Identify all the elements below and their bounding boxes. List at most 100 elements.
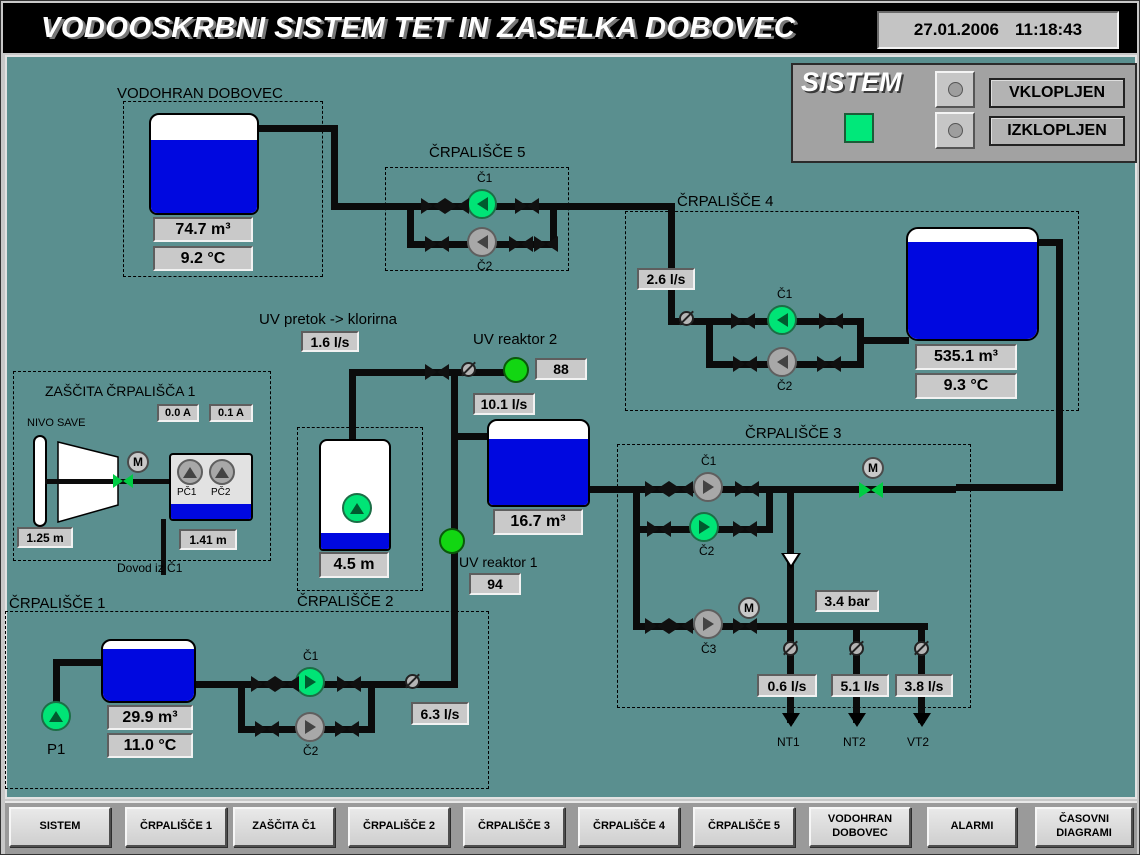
valve-icon [733,356,757,372]
crp4-c2-label: Č2 [777,379,793,393]
crp3-pressure: 3.4 bar [815,590,879,612]
valve-icon [509,236,533,252]
pipe-segment [53,659,60,711]
outflow-arrow-icon [782,713,800,727]
sistem-on-button[interactable] [935,71,975,108]
pc1-label: PČ1 [177,487,197,498]
crp4-label: ČRPALIŠČE 4 [677,193,774,210]
outflow-arrow-icon [913,713,931,727]
sistem-panel-title: SISTEM [801,67,902,97]
pipe-segment [257,125,337,132]
crp1-label: ČRPALIŠČE 1 [9,595,106,612]
pipe-segment [1056,239,1063,491]
valve-icon [735,481,759,497]
water-level [908,242,1037,339]
pipe-segment [238,681,245,733]
crp1-flow: 6.3 l/s [411,702,469,725]
pipe-segment [331,203,414,210]
crp1-temp: 11.0 °C [107,733,193,758]
page-title: VODOOSKRBNI SISTEM TET IN ZASELKA DOBOVE… [41,11,796,44]
nav-crpalisce5[interactable]: ČRPALIŠČE 5 [693,807,795,847]
uv1-value: 94 [469,573,521,595]
nivo-save-label: NIVO SAVE [27,417,86,429]
pc1-current: 0.0 A [157,404,199,422]
pump-crp2 [342,493,372,523]
crp3-flow2: 5.1 l/s [831,674,889,697]
vodohran-tank [149,113,259,215]
pump-pc2 [209,459,235,485]
pipe-segment [857,337,909,344]
pipe-segment [331,125,338,210]
vodohran-label: VODOHRAN DOBOVEC [117,85,283,102]
pipe-segment [766,623,928,630]
pump-crp5-c2 [467,227,497,257]
pipe-segment [161,519,166,575]
nt2-label: NT2 [843,735,866,749]
nav-crpalisce3[interactable]: ČRPALIŠČE 3 [463,807,565,847]
valve-icon [731,313,755,329]
pipe-segment [451,433,493,440]
crp3-label: ČRPALIŠČE 3 [745,425,842,442]
valve-icon [733,618,757,634]
crp4-c1-label: Č1 [777,287,793,301]
nav-casovni-diagrami[interactable]: ČASOVNI DIAGRAMI [1035,807,1133,847]
sistem-status-indicator [844,113,874,143]
nav-alarmi[interactable]: ALARMI [927,807,1017,847]
nav-crpalisce1[interactable]: ČRPALIŠČE 1 [125,807,227,847]
pipe-segment [668,203,675,325]
crp4-volume: 535.1 m³ [915,344,1017,370]
crp3-c3-label: Č3 [701,642,717,656]
pipe-segment [853,623,860,723]
valve-icon [733,521,757,537]
motor-valve-icon [113,474,133,488]
reservoir-volume: 16.7 m³ [493,509,583,535]
vodohran-volume: 74.7 m³ [153,217,253,242]
nav-zascita-c1[interactable]: ZAŠČITA Č1 [233,807,335,847]
nav-crpalisce4[interactable]: ČRPALIŠČE 4 [578,807,680,847]
valve-icon [645,481,669,497]
pc2-current: 0.1 A [209,404,253,422]
pump-crp3-c1 [693,472,723,502]
valve-icon [819,313,843,329]
pipe-segment [53,659,105,666]
flow-sensor-icon [679,311,694,326]
boundary-crpalisce5 [385,167,569,271]
valve-icon [421,198,445,214]
nav-vodohran-dobovec[interactable]: VODOHRAN DOBOVEC [809,807,911,847]
valve-icon [251,676,275,692]
water-level [489,439,588,505]
klorirna-flow: 1.6 l/s [301,331,359,352]
flow-sensor-icon [405,674,420,689]
zascita-label: ZAŠČITA ČRPALIŠČA 1 [45,383,196,399]
vklopljen-label: VKLOPLJEN [989,78,1125,108]
pipe-segment [550,203,557,248]
pipe-segment [407,203,414,248]
datetime-display: 27.01.2006 11:18:43 [877,11,1119,49]
boundary-crpalisce1 [5,611,489,789]
nt1-label: NT1 [777,735,800,749]
water-level [103,649,194,701]
uv-reactor1-icon [439,528,465,554]
uv1-label: UV reaktor 1 [459,554,538,570]
dovod-label: Dovod iz Č1 [117,561,183,575]
nav-sistem[interactable]: SISTEM [9,807,111,847]
flow-sensor-icon [461,362,476,377]
crp3-flow1: 0.6 l/s [757,674,817,697]
on-button-indicator [947,82,963,97]
crp1-c2-label: Č2 [303,744,319,758]
uv2-value: 88 [535,358,587,380]
crpalisce1-tank [101,639,196,703]
pipe-segment [956,484,1063,491]
motor-m-icon: M [738,597,760,619]
valve-icon [425,236,449,252]
pump-p1 [41,701,71,731]
nav-crpalisce2[interactable]: ČRPALIŠČE 2 [348,807,450,847]
valve-icon [534,236,558,252]
sistem-off-button[interactable] [935,112,975,149]
valve-icon [817,356,841,372]
crpalisce4-tank [906,227,1039,341]
flow-sensor-icon [914,641,929,656]
crp4-temp: 9.3 °C [915,373,1017,399]
valve-icon [255,721,279,737]
